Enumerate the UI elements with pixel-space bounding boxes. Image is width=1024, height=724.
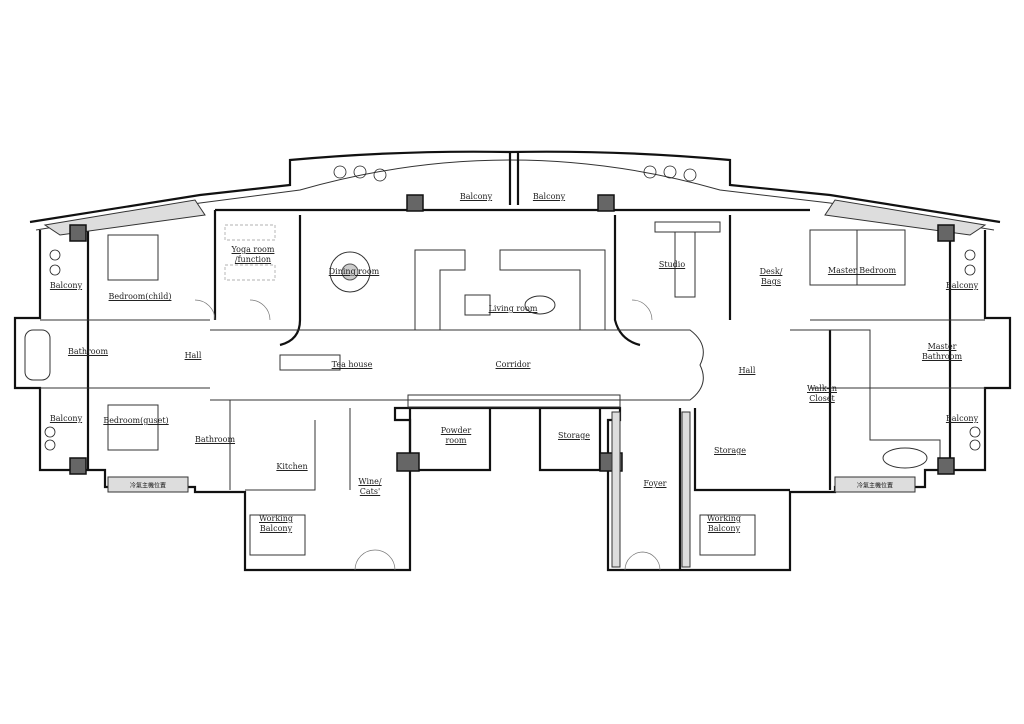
room-label-working-balcony-left: Working Balcony <box>259 514 293 533</box>
room-label-storage-center: Storage <box>558 431 590 440</box>
room-label-bathroom-left: Bathroom <box>67 347 109 356</box>
room-label-walk-in-closet: Walk-in Closet <box>807 384 837 403</box>
room-label-hall-right: Hall <box>738 366 756 375</box>
room-label-foyer: Foyer <box>643 479 667 488</box>
room-label-wine-cats: Wine/ Cats' <box>358 477 382 496</box>
room-label-tea-house: Tea house <box>331 360 373 369</box>
room-label-bedroom-child: Bedroom(child) <box>108 292 172 301</box>
ac-unit-label-left: 冷氣主機位置 <box>129 482 167 490</box>
room-label-working-balcony-right: Working Balcony <box>707 514 741 533</box>
room-label-balcony-right-upper: Balcony <box>945 281 979 290</box>
room-label-master-bathroom: Master Bathroom <box>921 342 963 361</box>
room-label-hall-left: Hall <box>184 351 202 360</box>
room-label-desk-bags: Desk/ Bags <box>759 267 783 286</box>
plant-icons <box>44 165 981 451</box>
room-label-powder-room: Powder room <box>440 426 472 445</box>
room-label-yoga-room: Yoga room /function <box>231 245 275 264</box>
room-label-master-bedroom: Master Bedroom <box>827 266 897 275</box>
furniture <box>24 221 928 556</box>
room-label-storage-right: Storage <box>714 446 746 455</box>
room-label-balcony-top-right: Balcony <box>532 192 566 201</box>
room-label-balcony-top-left: Balcony <box>459 192 493 201</box>
room-label-studio: Studio <box>658 260 686 269</box>
room-label-balcony-right-lower: Balcony <box>945 414 979 423</box>
room-label-kitchen: Kitchen <box>276 462 308 471</box>
door-swings <box>194 299 661 571</box>
room-label-balcony-left-lower: Balcony <box>49 414 83 423</box>
room-label-dining-room: Dining room <box>328 267 380 276</box>
room-label-bedroom-guest: Bedroom(guset) <box>103 416 169 425</box>
room-label-balcony-left-upper: Balcony <box>49 281 83 290</box>
room-label-bathroom-guest: Bathroom <box>194 435 236 444</box>
room-label-corridor: Corridor <box>495 360 531 369</box>
structural-columns <box>43 194 987 568</box>
ac-unit-label-right: 冷氣主機位置 <box>856 482 894 490</box>
room-label-living-room: Living room <box>488 304 538 313</box>
exterior-walls <box>13 150 1012 572</box>
